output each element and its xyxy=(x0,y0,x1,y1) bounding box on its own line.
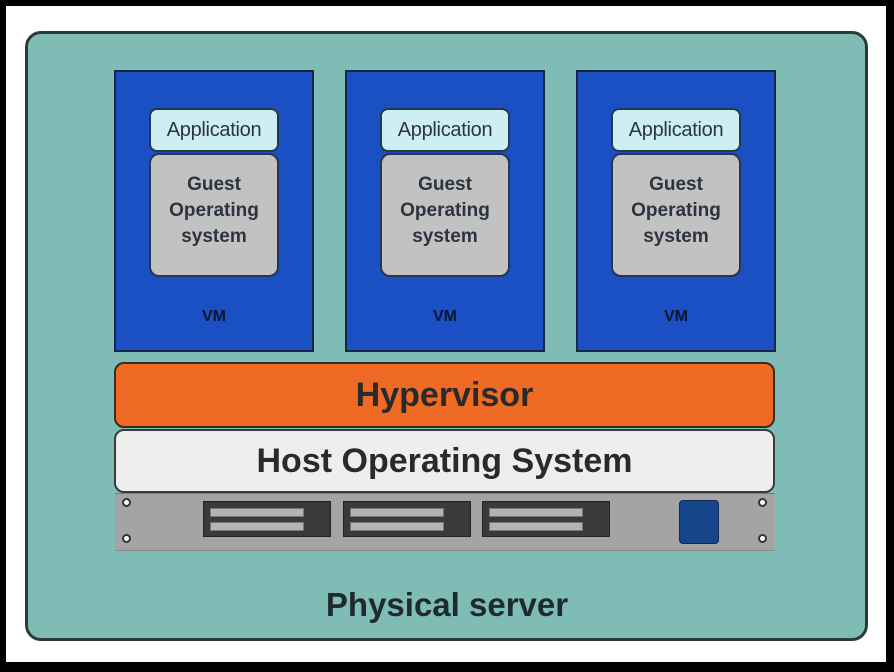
guest-os-box: Guest Operating system xyxy=(149,153,279,277)
screw-icon xyxy=(122,498,131,507)
drive-slot xyxy=(350,508,444,517)
host-os-label: Host Operating System xyxy=(256,441,633,480)
drive-slot xyxy=(210,508,304,517)
vm-label: VM xyxy=(664,308,688,325)
vm-label: VM xyxy=(433,308,457,325)
drive-slot xyxy=(489,508,583,517)
host-os-layer: Host Operating System xyxy=(114,429,775,493)
power-button-icon xyxy=(679,500,719,544)
drive-slot xyxy=(489,522,583,531)
application-box: Application xyxy=(149,108,279,152)
hypervisor-layer: Hypervisor xyxy=(114,362,775,428)
guest-os-label: Guest Operating system xyxy=(169,174,259,247)
guest-os-box: Guest Operating system xyxy=(380,153,510,277)
guest-os-box: Guest Operating system xyxy=(611,153,741,277)
guest-os-label: Guest Operating system xyxy=(631,174,721,247)
vm-box-3: Application Guest Operating system VM xyxy=(576,70,776,352)
drive-slot xyxy=(350,522,444,531)
drive-bay-icon xyxy=(482,501,610,537)
vm-box-1: Application Guest Operating system VM xyxy=(114,70,314,352)
drive-bay-icon xyxy=(343,501,471,537)
vm-label: VM xyxy=(202,308,226,325)
screw-icon xyxy=(758,498,767,507)
server-rack-graphic xyxy=(115,493,775,551)
vm-box-2: Application Guest Operating system VM xyxy=(345,70,545,352)
application-box: Application xyxy=(611,108,741,152)
screw-icon xyxy=(758,534,767,543)
guest-os-label: Guest Operating system xyxy=(400,174,490,247)
screw-icon xyxy=(122,534,131,543)
drive-slot xyxy=(210,522,304,531)
physical-server-label: Physical server xyxy=(325,586,569,623)
application-box: Application xyxy=(380,108,510,152)
hypervisor-label: Hypervisor xyxy=(355,375,534,414)
drive-bay-icon xyxy=(203,501,331,537)
